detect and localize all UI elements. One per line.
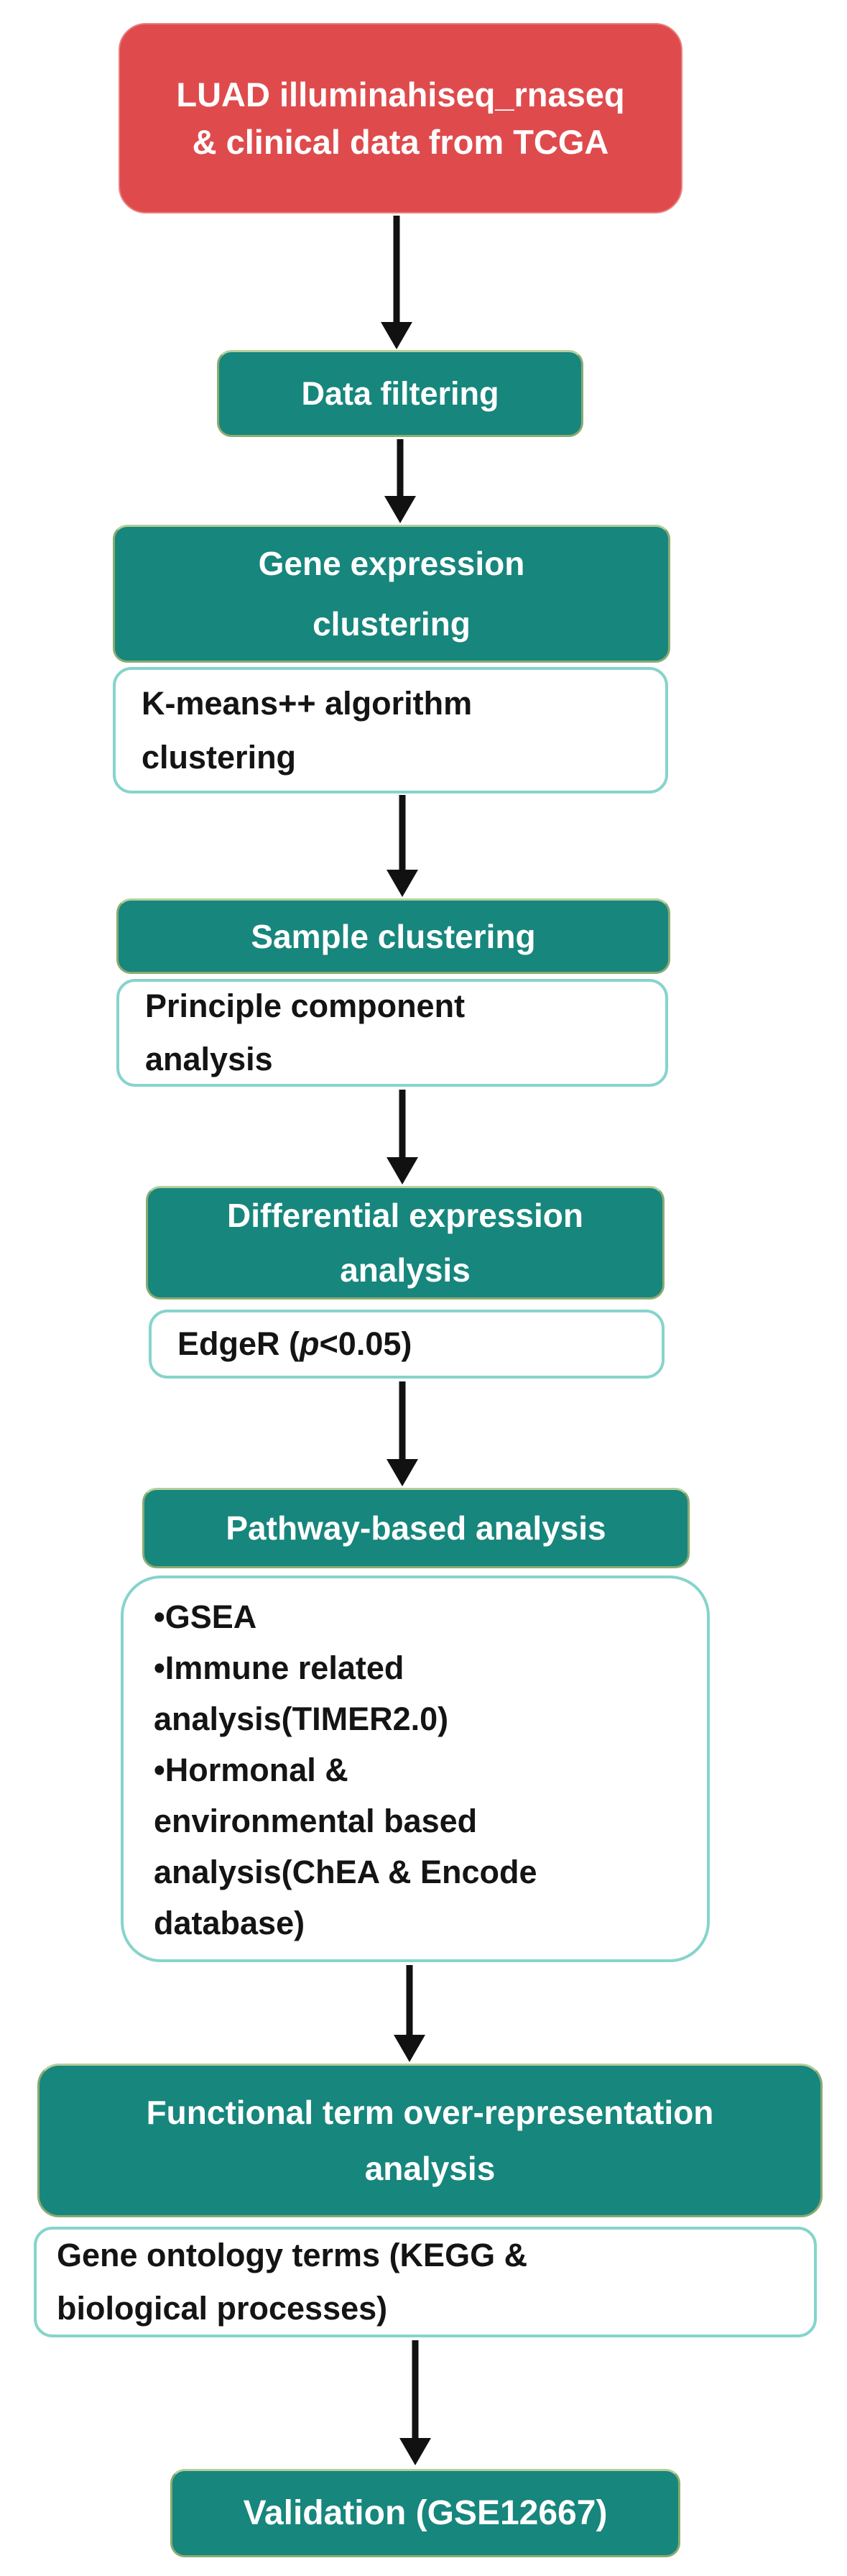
source-data-line2: & clinical data from TCGA (192, 122, 609, 161)
arrow-shaft (399, 795, 406, 873)
kmeans-line2: clustering (142, 739, 297, 776)
arrow-head (387, 870, 418, 897)
pathway-detail-line: analysis(TIMER2.0) (154, 1701, 449, 1737)
arrow-shaft (397, 439, 404, 499)
kmeans-line1: K-means++ algorithm (142, 685, 473, 722)
pathway-detail-line: •Immune related (154, 1650, 404, 1686)
pathway-detail-line: database) (154, 1905, 305, 1941)
flow-arrow-down-icon (387, 795, 418, 897)
source-data-line1: LUAD illuminahiseq_rnaseq (176, 75, 625, 114)
flow-arrow-down-icon (399, 2340, 431, 2465)
functional-term-box: Functional term over-representation anal… (37, 2064, 823, 2217)
gene-ontology-line1: Gene ontology terms (KEGG & (57, 2237, 528, 2273)
flow-arrow-down-icon (387, 1381, 418, 1486)
functional-term-line2: analysis (364, 2150, 496, 2187)
edger-text-suffix: <0.05) (319, 1325, 412, 1362)
pathway-detail-line: environmental based (154, 1803, 478, 1839)
kmeans-detail-box: K-means++ algorithm clustering (113, 667, 668, 794)
source-data-box: LUAD illuminahiseq_rnaseq & clinical dat… (119, 23, 682, 213)
pca-line2: analysis (145, 1041, 273, 1077)
functional-term-line1: Functional term over-representation (146, 2094, 714, 2131)
gene-ontology-line2: biological processes) (57, 2290, 388, 2327)
edger-detail-box: EdgeR (p<0.05) (149, 1310, 665, 1379)
sample-clustering-box: Sample clustering (116, 898, 670, 974)
flow-arrow-down-icon (384, 439, 416, 523)
differential-expression-line2: analysis (340, 1251, 471, 1289)
arrow-head (384, 496, 416, 523)
arrow-head (387, 1459, 418, 1486)
differential-expression-box: Differential expression analysis (146, 1186, 665, 1300)
edger-text-prefix: EdgeR ( (177, 1325, 300, 1362)
edger-text-p: p (300, 1325, 320, 1362)
gene-expression-line1: Gene expression (258, 545, 525, 582)
arrow-shaft (399, 1381, 406, 1462)
differential-expression-line1: Differential expression (227, 1197, 583, 1234)
arrow-shaft (399, 1090, 406, 1160)
arrow-shaft (393, 216, 400, 325)
sample-clustering-label: Sample clustering (251, 917, 536, 955)
arrow-head (381, 322, 412, 349)
gene-expression-line2: clustering (313, 605, 471, 643)
pathway-detail-box: •GSEA •Immune related analysis(TIMER2.0)… (121, 1576, 710, 1962)
arrow-head (399, 2438, 431, 2465)
pathway-based-analysis-box: Pathway-based analysis (142, 1488, 690, 1568)
arrow-shaft (412, 2340, 419, 2441)
pathway-detail-line: •GSEA (154, 1598, 257, 1635)
flow-arrow-down-icon (394, 1965, 425, 2062)
pathway-detail-line: analysis(ChEA & Encode (154, 1854, 537, 1890)
flow-arrow-down-icon (387, 1090, 418, 1184)
data-filtering-label: Data filtering (301, 374, 499, 412)
arrow-head (387, 1157, 418, 1184)
validation-label: Validation (GSE12667) (243, 2494, 608, 2532)
gene-ontology-detail-box: Gene ontology terms (KEGG & biological p… (34, 2227, 817, 2337)
pathway-detail-line: •Hormonal & (154, 1752, 348, 1788)
pca-detail-box: Principle component analysis (116, 979, 668, 1087)
validation-box: Validation (GSE12667) (170, 2469, 680, 2557)
pca-line1: Principle component (145, 988, 466, 1024)
gene-expression-clustering-box: Gene expression clustering (113, 525, 670, 663)
arrow-shaft (406, 1965, 413, 2038)
arrow-head (394, 2035, 425, 2062)
flow-arrow-down-icon (381, 216, 412, 349)
pathway-based-analysis-label: Pathway-based analysis (226, 1509, 606, 1547)
data-filtering-box: Data filtering (217, 350, 583, 437)
